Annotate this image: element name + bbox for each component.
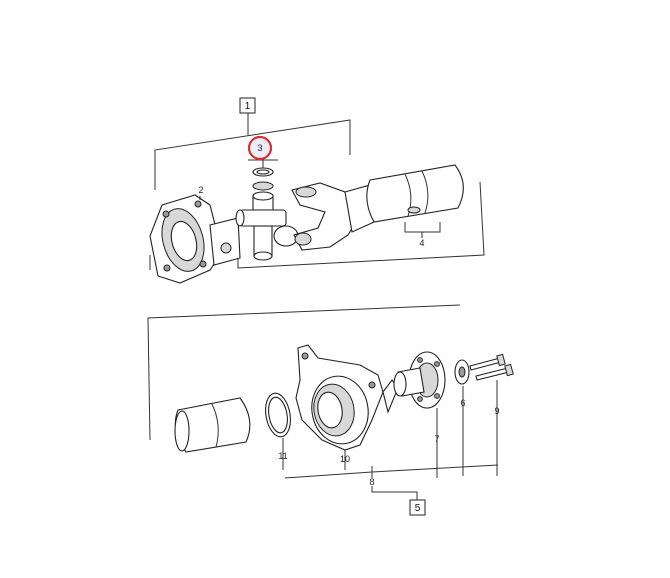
- lower-assembly-group: 5 11 10: [147, 304, 514, 516]
- callout-box-1[interactable]: [239, 97, 256, 114]
- callout-box-5[interactable]: [409, 499, 426, 516]
- callout-10-label: 10: [340, 454, 350, 464]
- callout-4-label: 4: [419, 238, 424, 248]
- washer-part-6[interactable]: [454, 359, 470, 385]
- callout-9-label: 9: [494, 406, 499, 416]
- callout-11-label: 11: [278, 451, 287, 461]
- callout-8-label: 8: [369, 477, 374, 487]
- flange-yoke-part-2[interactable]: [149, 194, 241, 284]
- callout-3-label: 3: [257, 143, 262, 153]
- callout-1-label: 1: [245, 101, 251, 112]
- callout-6-label: 6: [460, 398, 465, 408]
- slip-yoke-part-4[interactable]: [291, 164, 464, 251]
- companion-flange-part-7[interactable]: [393, 351, 446, 409]
- upper-assembly-group: 1 2: [149, 97, 485, 284]
- bearing-housing-part-10[interactable]: [295, 344, 399, 451]
- callout-7-label: 7: [434, 434, 439, 444]
- callout-2-label: 2: [198, 185, 203, 195]
- tube-end[interactable]: [174, 397, 251, 453]
- o-ring-part-11[interactable]: [262, 391, 293, 438]
- callout-5-label: 5: [415, 503, 421, 514]
- highlight-circle-part-3[interactable]: [247, 135, 273, 161]
- universal-joint-cross-part-3[interactable]: [235, 167, 299, 261]
- bolts-part-9[interactable]: [469, 353, 514, 381]
